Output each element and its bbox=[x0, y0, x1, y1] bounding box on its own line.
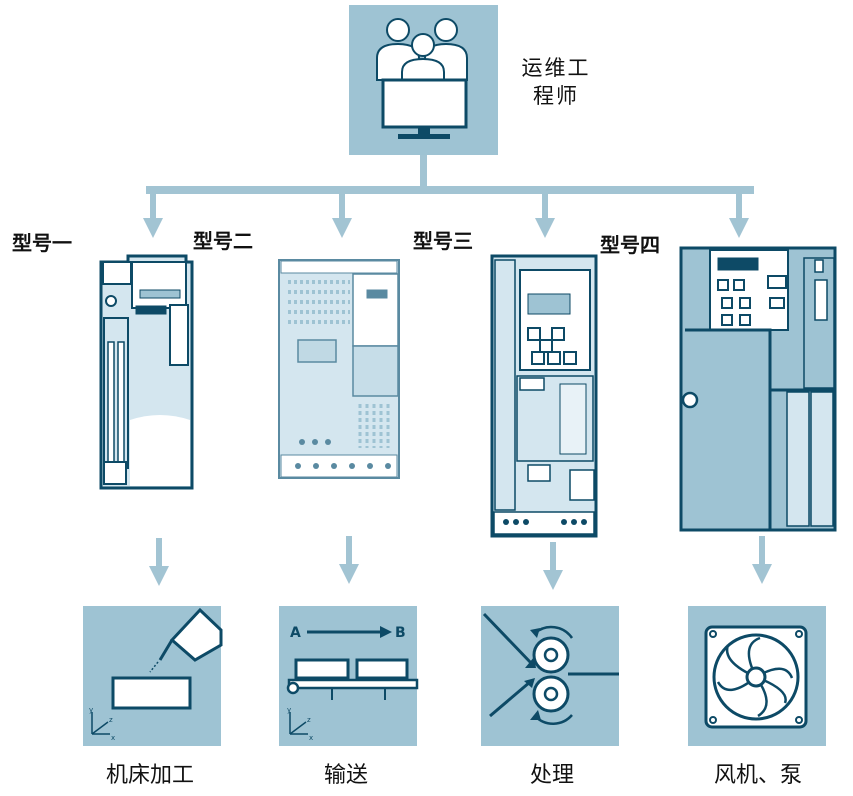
conveyor-from-label: A bbox=[290, 625, 301, 641]
drive-model-1-icon bbox=[99, 254, 194, 490]
app-label-processing: 处理 bbox=[530, 763, 574, 788]
model-label-2: 型号二 bbox=[193, 229, 253, 253]
drive-model-4-icon bbox=[679, 246, 837, 532]
engineer-label-line2: 程师 bbox=[533, 84, 579, 108]
conveyor-icon: A B y z x bbox=[279, 606, 419, 746]
tree-connector bbox=[143, 155, 754, 238]
model-label-1: 型号一 bbox=[12, 231, 72, 255]
svg-text:z: z bbox=[109, 716, 113, 724]
model-label-4: 型号四 bbox=[600, 233, 660, 257]
model-label-3: 型号三 bbox=[413, 229, 473, 253]
engineer-icon bbox=[349, 5, 498, 155]
app-label-fan-pump: 风机、泵 bbox=[714, 763, 802, 788]
engineer-label-line1: 运维工 bbox=[522, 56, 591, 80]
svg-text:z: z bbox=[307, 716, 311, 724]
svg-text:x: x bbox=[111, 734, 115, 742]
svg-text:x: x bbox=[309, 734, 313, 742]
rollers-processing-icon bbox=[481, 606, 619, 746]
svg-text:y: y bbox=[89, 706, 93, 714]
app-label-machine-tool: 机床加工 bbox=[106, 763, 194, 788]
machine-tool-icon: y z x bbox=[83, 606, 223, 746]
app-label-conveyor: 输送 bbox=[324, 763, 368, 788]
svg-text:y: y bbox=[287, 706, 291, 714]
drive-model-2-icon bbox=[278, 259, 400, 479]
conveyor-to-label: B bbox=[395, 625, 406, 641]
down-arrows bbox=[149, 536, 772, 590]
drive-model-3-icon bbox=[490, 254, 598, 538]
fan-icon bbox=[688, 606, 826, 746]
